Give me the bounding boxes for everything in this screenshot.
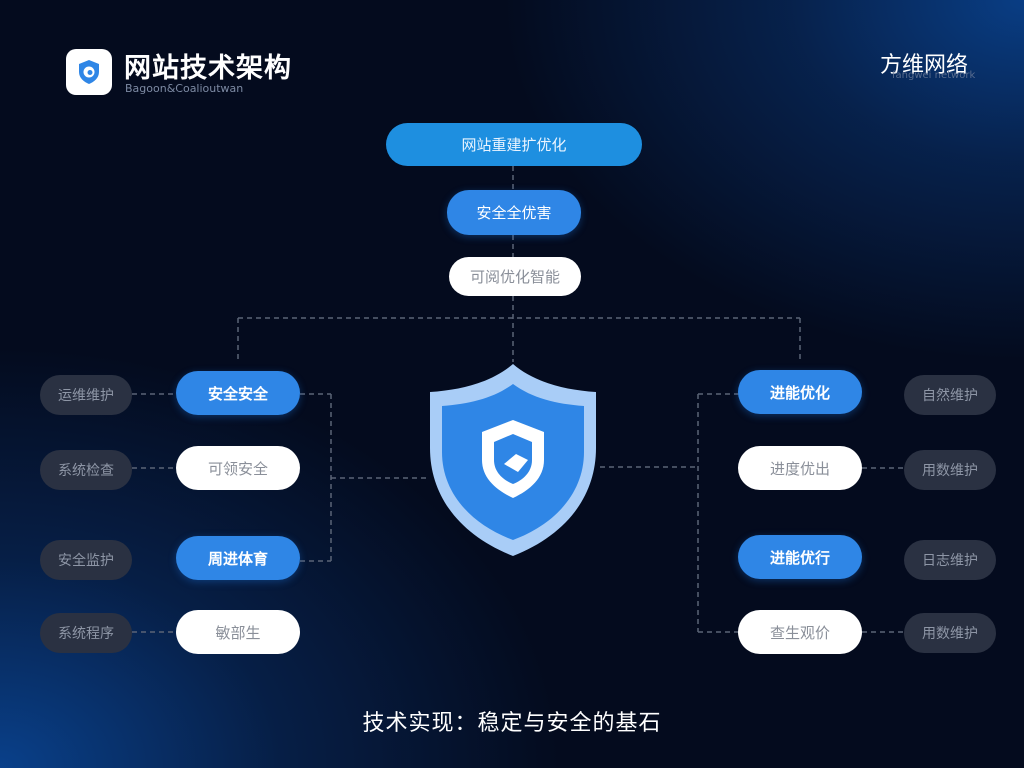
node-left-2[interactable]: 可领安全 [176,446,300,490]
node-left-1[interactable]: 安全安全 [176,371,300,415]
node-top-3[interactable]: 可阅优化智能 [449,257,581,296]
subnode-left-2[interactable]: 系统检查 [40,450,132,490]
subnode-right-4[interactable]: 用数维护 [904,613,996,653]
page-title: 网站技术架构 [124,53,292,84]
subnode-right-1[interactable]: 自然维护 [904,375,996,415]
node-left-3[interactable]: 周进体育 [176,536,300,580]
node-right-4[interactable]: 查生观价 [738,610,862,654]
node-right-1[interactable]: 进能优化 [738,370,862,414]
node-left-4[interactable]: 敏部生 [176,610,300,654]
subnode-right-2[interactable]: 用数维护 [904,450,996,490]
subnode-left-3[interactable]: 安全监护 [40,540,132,580]
page-subtitle: Bagoon&Coalioutwan [125,82,244,95]
node-top-2[interactable]: 安全全优害 [447,190,581,235]
subnode-left-4[interactable]: 系统程序 [40,613,132,653]
footer-caption: 技术实现：稳定与安全的基石 [362,711,662,736]
node-right-3[interactable]: 进能优行 [738,535,862,579]
company-subtitle: fangwei network [892,70,976,81]
center-shield-icon [430,364,596,556]
logo [66,49,112,95]
node-right-2[interactable]: 进度优出 [738,446,862,490]
node-top-1[interactable]: 网站重建扩优化 [386,123,642,166]
shield-icon [79,60,99,84]
subnode-left-1[interactable]: 运维维护 [40,375,132,415]
company-name: 方维网络 [880,53,969,78]
subnode-right-3[interactable]: 日志维护 [904,540,996,580]
